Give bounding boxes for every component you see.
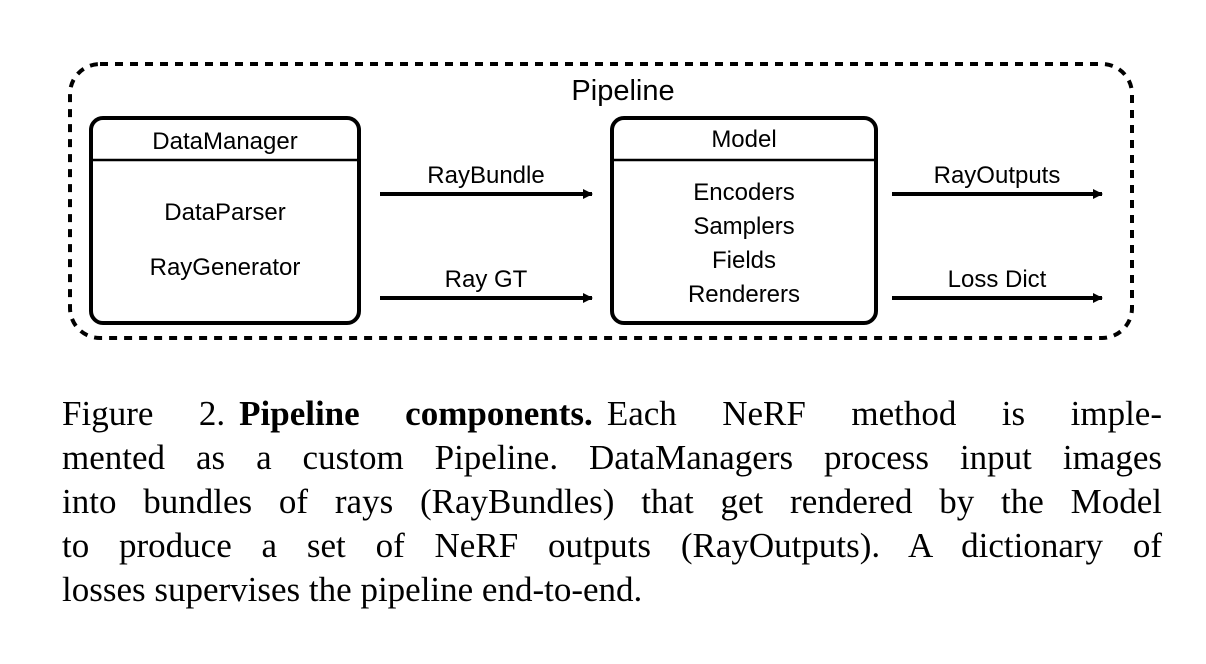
pipeline-diagram: Pipeline DataManager DataParser RayGener… (68, 62, 1134, 340)
caption-line-2: mented as a custom Pipeline. DataManager… (62, 438, 1162, 477)
rayoutputs-label: RayOutputs (934, 162, 1061, 189)
pipeline-label: Pipeline (571, 75, 674, 107)
caption-line-1: Figure 2. Pipeline components. Each NeRF m… (62, 392, 1162, 436)
model-item-encoders: Encoders (693, 179, 794, 206)
datamanager-item-raygenerator: RayGenerator (150, 254, 301, 281)
caption-line-4: to produce a set of NeRF outputs (RayOut… (62, 526, 1162, 565)
model-title: Model (711, 126, 776, 153)
pipeline-container (68, 62, 1134, 340)
model-item-fields: Fields (712, 247, 776, 274)
caption-line-5: losses supervises the pipeline end-to-en… (62, 570, 643, 609)
datamanager-box: DataManager DataParser RayGenerator (89, 116, 361, 325)
caption-line-3: into bundles of rays (RayBundles) that g… (62, 482, 1162, 521)
ray-gt-label: Ray GT (445, 266, 528, 293)
caption-text-1: Each NeRF method is imple- (606, 394, 1162, 433)
datamanager-title: DataManager (152, 128, 297, 155)
loss-dict-arrow: Loss Dict (892, 266, 1103, 303)
loss-dict-label: Loss Dict (948, 266, 1047, 293)
rayoutputs-arrow: RayOutputs (892, 162, 1103, 199)
model-box: Model Encoders Samplers Fields Renderers (610, 116, 878, 325)
figure-caption: Figure 2. Pipeline components. Each NeRF m… (62, 392, 1162, 612)
raybundle-arrow: RayBundle (380, 162, 593, 199)
raybundle-label: RayBundle (427, 162, 544, 189)
caption-figure-number: Figure 2. (62, 394, 226, 433)
caption-title: Pipeline components. (239, 394, 593, 433)
ray-gt-arrow: Ray GT (380, 266, 593, 303)
datamanager-item-dataparser: DataParser (164, 199, 285, 226)
model-item-samplers: Samplers (693, 213, 794, 240)
model-item-renderers: Renderers (688, 281, 800, 308)
